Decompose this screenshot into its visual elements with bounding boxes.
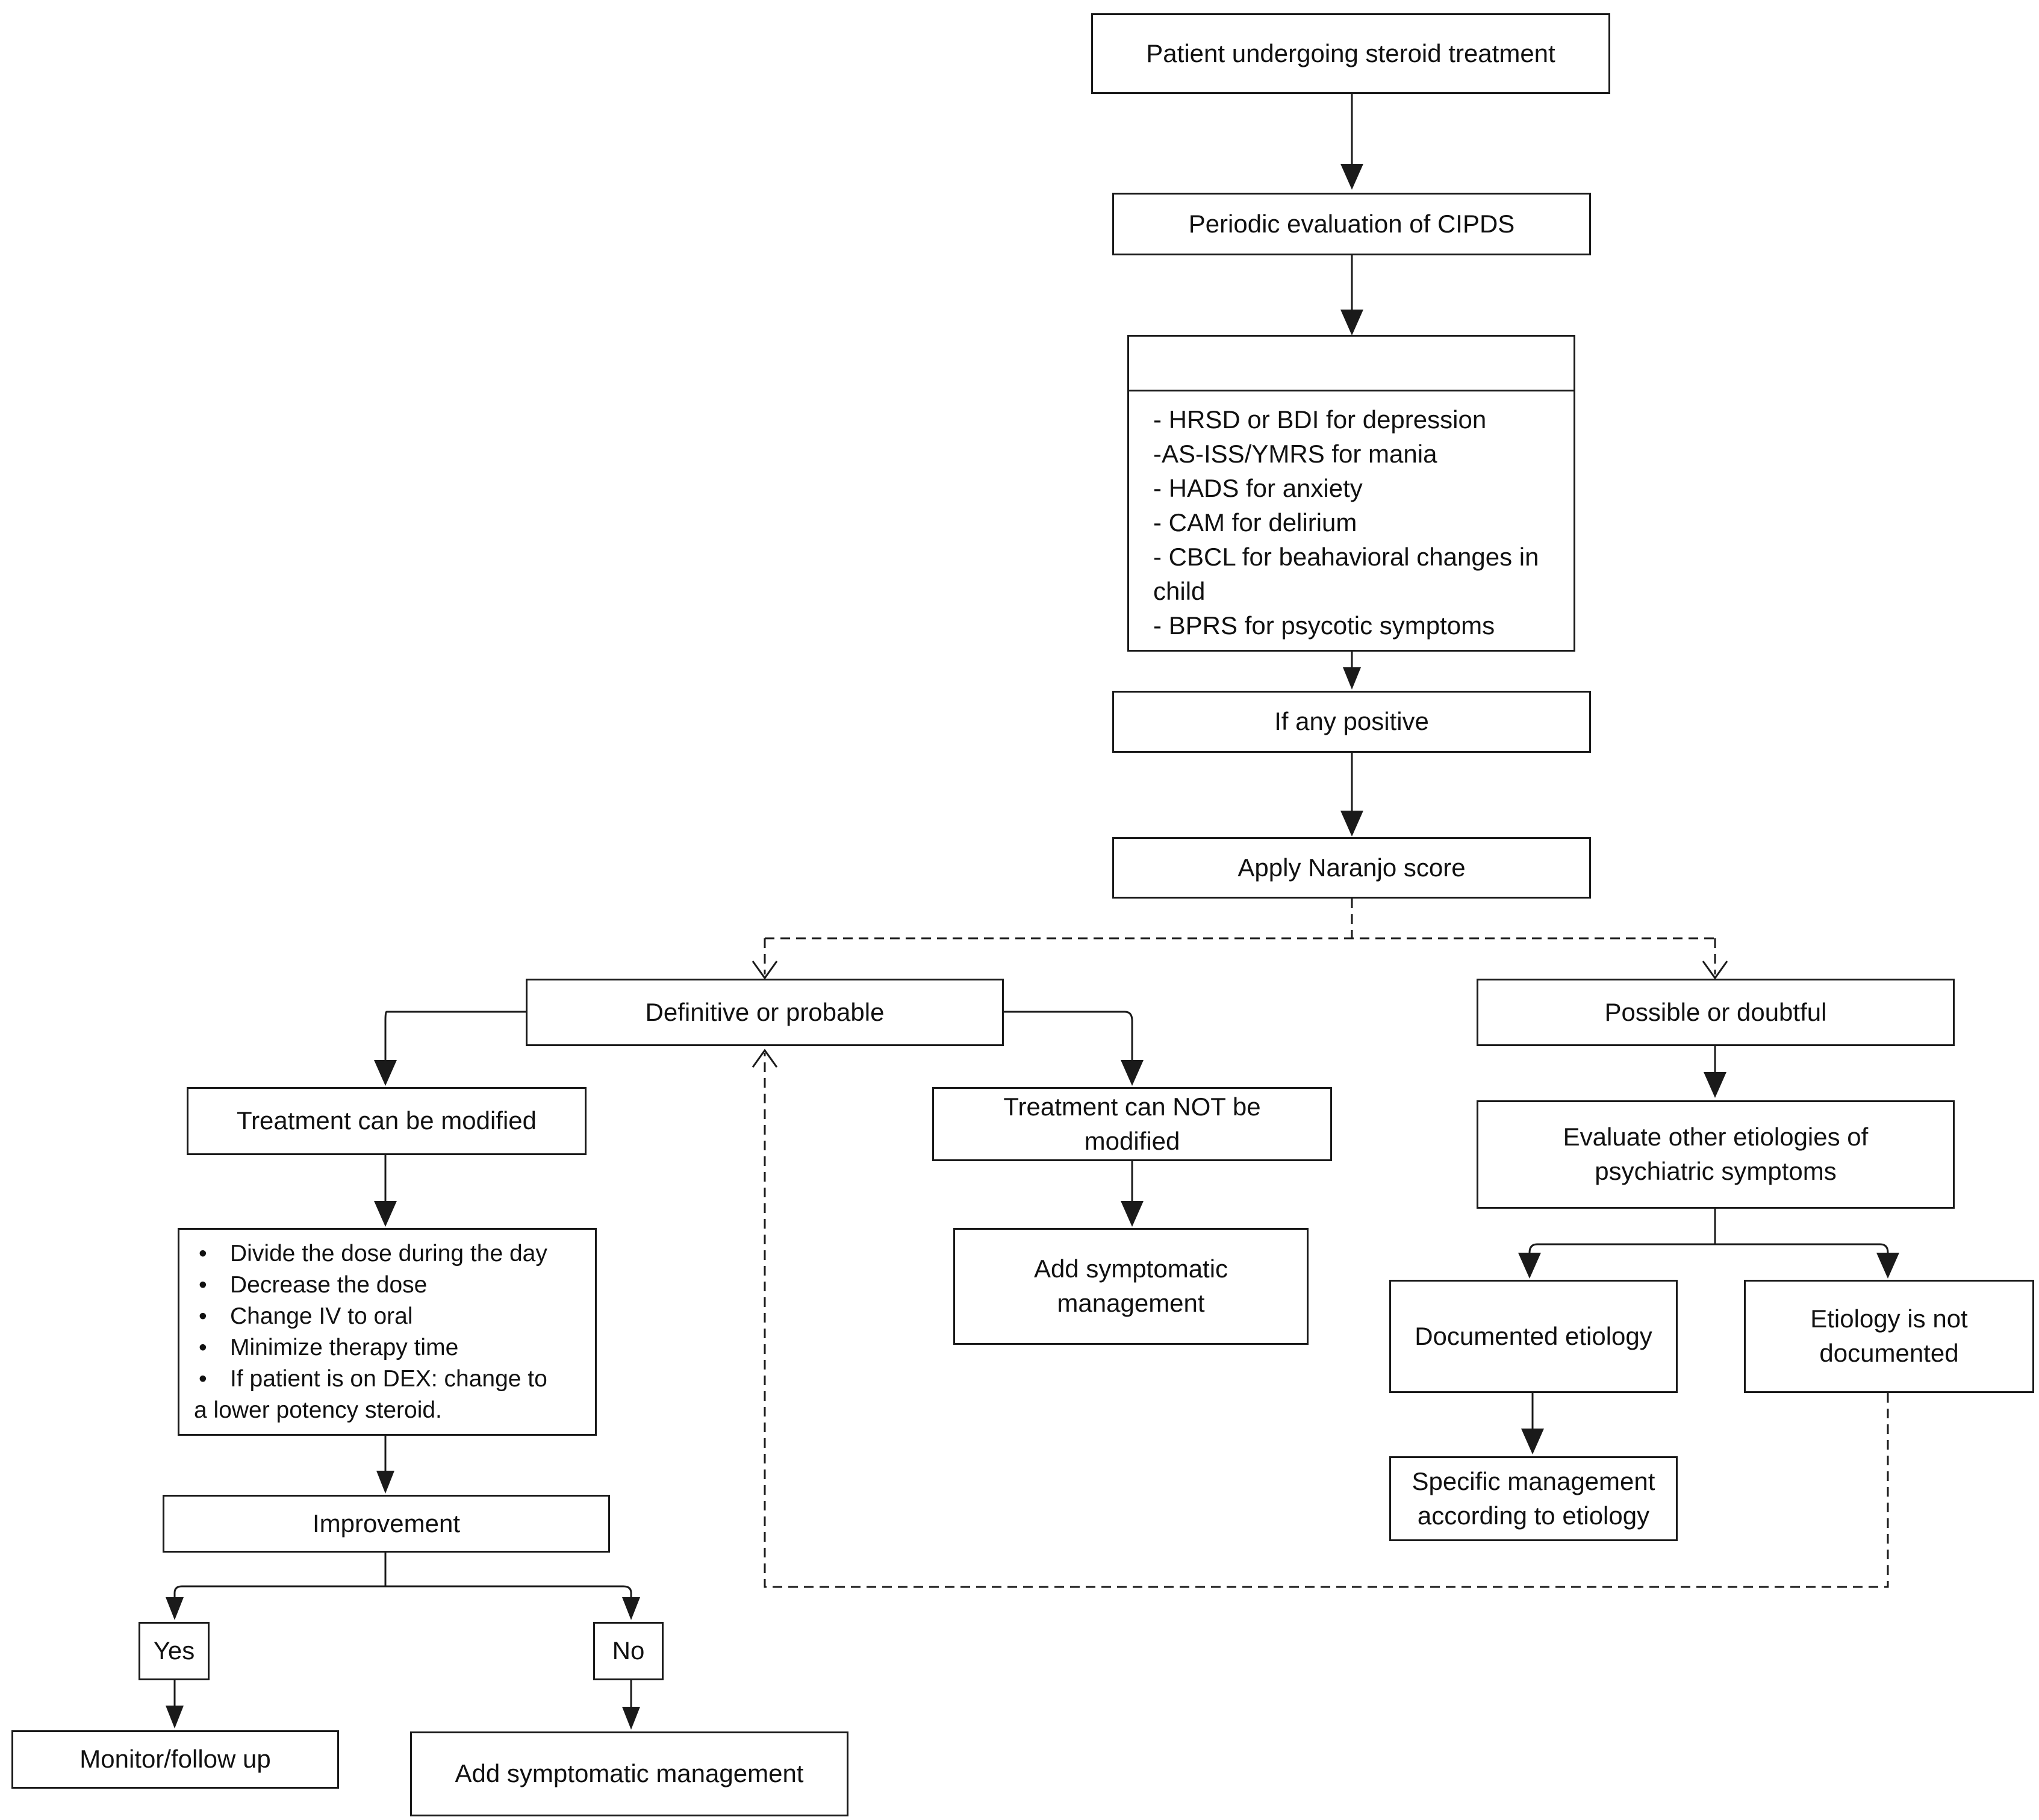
node-definitive-probable: Definitive or probable [526,979,1004,1046]
scale-item: - CAM for delirium [1153,508,1357,537]
dashed-split [764,899,1716,974]
bullet-glyph: • [199,1366,207,1392]
bullet-glyph: • [199,1241,207,1267]
node-improvement: Improvement [163,1495,610,1553]
node-etiology-not-documented-line: Etiology is not [1810,1304,1968,1333]
arrowhead-scales [1340,310,1363,335]
edge-improvement-split [173,1553,632,1607]
node-add-symptomatic-mid-line: management [1057,1289,1205,1317]
node-etiology-not-documented-line: documented [1819,1339,1959,1367]
node-add-symptomatic-mid: Add symptomatic management [953,1228,1309,1345]
node-assessment-scales: - HRSD or BDI for depression -AS-ISS/YMR… [1127,335,1575,652]
arrowhead-naranjo [1340,811,1363,837]
arrowhead-add-bottom [622,1707,640,1730]
open-arrow-definitive [752,961,778,980]
node-naranjo-score: Apply Naranjo score [1112,837,1591,899]
node-documented-etiology-label: Documented etiology [1415,1321,1652,1350]
node-monitor-follow-up: Monitor/follow up [11,1730,339,1789]
scale-item: -AS-ISS/YMRS for mania [1153,440,1437,468]
arrowhead-improvement [376,1471,394,1494]
node-if-any-positive-label: If any positive [1274,707,1429,736]
modification-item: •Change IV to oral [194,1301,581,1332]
scale-item: child [1153,577,1206,605]
node-add-symptomatic-bottom: Add symptomatic management [410,1731,848,1816]
node-treatment-modified-label: Treatment can be modified [236,1106,537,1135]
node-evaluate-etiologies-line: Evaluate other etiologies of [1563,1123,1869,1152]
arrowhead-specific [1521,1429,1544,1454]
modification-item: •Minimize therapy time [194,1332,581,1363]
node-improvement-label: Improvement [312,1509,461,1538]
arrowhead-tx-not-modified [1121,1060,1144,1086]
arrowhead-tx-modified [374,1060,397,1086]
node-periodic-evaluation-label: Periodic evaluation of CIPDS [1188,209,1515,238]
arrowhead-add-mid [1121,1201,1144,1227]
node-add-symptomatic-bottom-label: Add symptomatic management [455,1759,804,1788]
arrowhead-list [374,1201,397,1227]
arrowhead-positive [1343,667,1361,690]
node-definitive-probable-label: Definitive or probable [645,997,885,1026]
scales-list: - HRSD or BDI for depression -AS-ISS/YMR… [1129,391,1574,643]
node-treatment-not-modified-line: modified [1084,1126,1180,1155]
arrowhead-yes [166,1597,184,1620]
node-start: Patient undergoing steroid treatment [1091,13,1610,94]
node-etiology-not-documented: Etiology is not documented [1744,1280,2034,1393]
node-evaluate-etiologies: Evaluate other etiologies of psychiatric… [1477,1100,1955,1209]
node-specific-management-line: Specific management [1412,1466,1655,1495]
bullet-glyph: • [199,1335,207,1360]
node-specific-management-line: according to etiology [1417,1501,1650,1530]
node-yes-label: Yes [153,1636,195,1665]
node-yes: Yes [139,1622,210,1680]
modifications-list: •Divide the dose during the day •Decreas… [194,1238,581,1426]
arrowhead-documented [1518,1253,1541,1279]
node-dose-modifications: •Divide the dose during the day •Decreas… [178,1228,597,1436]
dashed-feedback-loop [764,1053,1889,1588]
modification-item-continuation: a lower potency steroid. [194,1397,442,1423]
node-documented-etiology: Documented etiology [1389,1280,1678,1393]
node-treatment-not-modified-line: Treatment can NOT be [1003,1092,1261,1121]
edge-evaluate-split [1528,1209,1889,1264]
node-no-label: No [612,1636,645,1665]
open-arrow-feedback [752,1049,778,1068]
node-periodic-evaluation: Periodic evaluation of CIPDS [1112,193,1591,255]
bullet-glyph: • [199,1272,207,1298]
edge-definitive-right [1003,1011,1133,1072]
node-treatment-not-modified: Treatment can NOT be modified [932,1087,1332,1161]
bullet-glyph: • [199,1303,207,1329]
open-arrow-possible [1702,961,1728,980]
node-evaluate-etiologies-line: psychiatric symptoms [1595,1157,1837,1185]
scales-header-band [1129,337,1574,391]
node-no: No [593,1622,664,1680]
node-if-any-positive: If any positive [1112,691,1591,753]
modification-item: •Decrease the dose [194,1270,581,1301]
arrowhead-monitor [166,1706,184,1728]
node-monitor-follow-up-label: Monitor/follow up [79,1745,271,1774]
edge-definitive-left [384,1011,526,1072]
arrowhead-periodic [1340,164,1363,190]
arrowhead-no [622,1597,640,1620]
scale-item: - HRSD or BDI for depression [1153,405,1487,434]
modification-item: •Divide the dose during the day [194,1238,581,1270]
node-add-symptomatic-mid-line: Add symptomatic [1033,1254,1228,1283]
node-specific-management: Specific management according to etiolog… [1389,1456,1678,1541]
node-naranjo-score-label: Apply Naranjo score [1237,853,1466,882]
node-possible-doubtful-label: Possible or doubtful [1604,997,1827,1026]
arrowhead-not-documented [1876,1253,1899,1279]
scale-item: - CBCL for beahavioral changes in [1153,543,1539,571]
scale-item: - HADS for anxiety [1153,474,1363,502]
node-possible-doubtful: Possible or doubtful [1477,979,1955,1046]
scale-item: - BPRS for psycotic symptoms [1153,611,1495,640]
arrowhead-evaluate [1704,1072,1726,1098]
modification-item: •If patient is on DEX: change to [194,1363,581,1395]
node-treatment-modified: Treatment can be modified [187,1087,587,1155]
node-start-label: Patient undergoing steroid treatment [1146,39,1555,67]
